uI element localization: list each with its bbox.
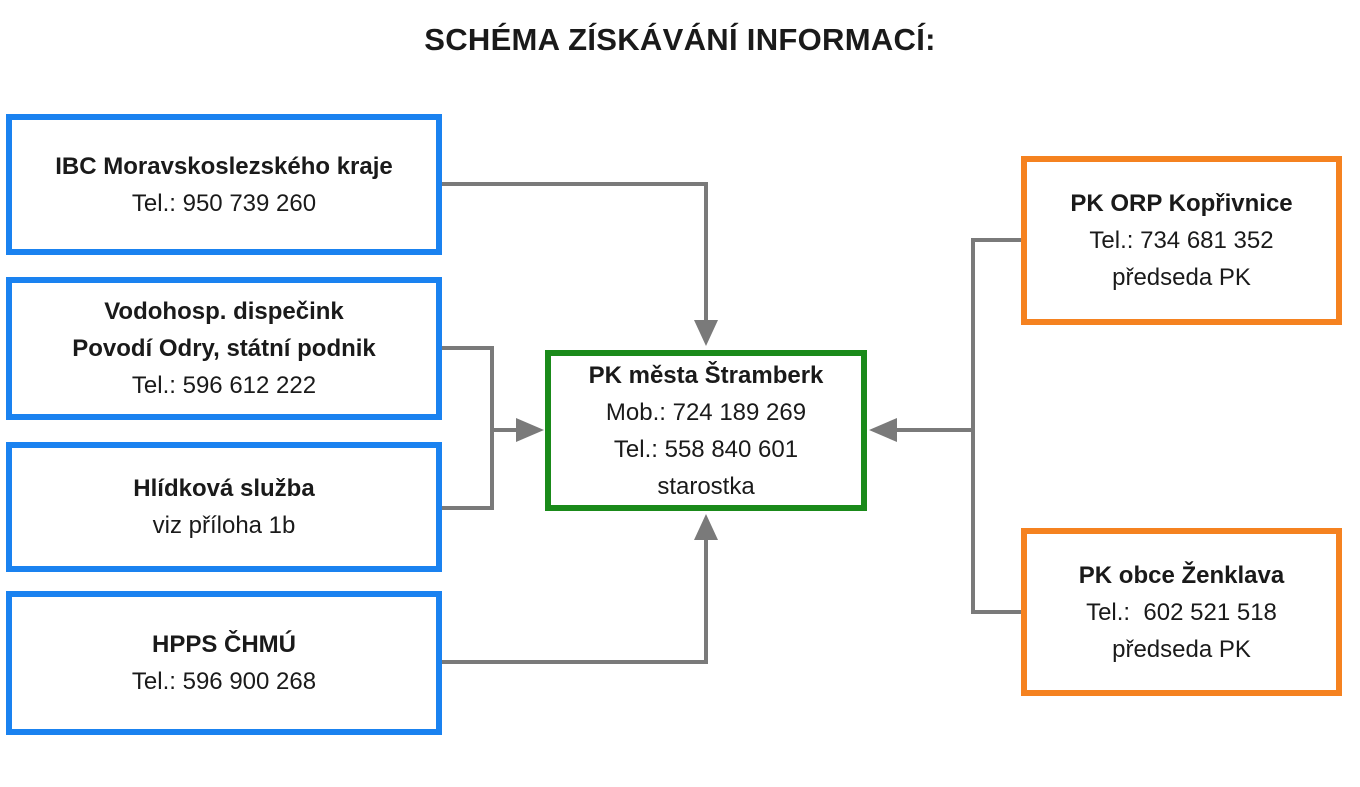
source-name: IBC Moravskoslezského kraje [55,152,393,180]
source-name: HPPS ČHMÚ [151,631,296,658]
connector-hpps [441,538,708,664]
center-phone: Tel.: 558 840 601 [613,435,799,463]
side-name: PK obce Ženklava [1078,561,1285,589]
diagram-title: SCHÉMA ZÍSKÁVÁNÍ INFORMACÍ: [424,22,936,57]
connector-vodohosp [441,346,494,430]
source-phone: Tel.: 596 900 268 [131,668,317,695]
source-phone: Tel.: 950 739 260 [131,189,317,217]
side-box-koprivnice: PK ORP Kopřivnice Tel.: 734 681 352 před… [1021,156,1342,325]
source-name: Vodohosp. dispečink [104,298,344,325]
source-name: Hlídková služba [133,475,315,502]
connector-hlidkova [441,430,494,510]
source-reference: viz příloha 1b [152,512,296,539]
source-box-ibc: IBC Moravskoslezského kraje Tel.: 950 73… [6,114,442,255]
arrowhead-left [516,418,544,442]
source-box-hlidkova: Hlídková služba viz příloha 1b [6,442,442,572]
source-box-hpps: HPPS ČHMÚ Tel.: 596 900 268 [6,591,442,735]
side-phone: Tel.: 602 521 518 [1086,598,1277,626]
side-phone: Tel.: 734 681 352 [1089,227,1274,254]
center-name: PK města Štramberk [588,361,824,389]
connector-koprivnice [971,238,1022,430]
connector-zenklava [971,430,1022,614]
center-box-stramberk: PK města Štramberk Mob.: 724 189 269 Tel… [545,350,867,511]
arrowhead-bottom [694,514,718,540]
center-mobile: Mob.: 724 189 269 [605,398,807,426]
source-phone: Tel.: 596 612 222 [131,372,317,399]
arrowhead-right [869,418,897,442]
side-box-zenklava: PK obce Ženklava Tel.: 602 521 518 předs… [1021,528,1342,696]
source-name-line2: Povodí Odry, státní podnik [72,335,376,362]
arrowhead-top [694,320,718,346]
side-role: předseda PK [1112,635,1251,663]
connector-ibc [441,182,708,322]
side-role: předseda PK [1112,264,1251,291]
side-name: PK ORP Kopřivnice [1070,190,1293,217]
center-role: starostka [657,472,755,500]
source-box-vodohosp: Vodohosp. dispečink Povodí Odry, státní … [6,277,442,420]
